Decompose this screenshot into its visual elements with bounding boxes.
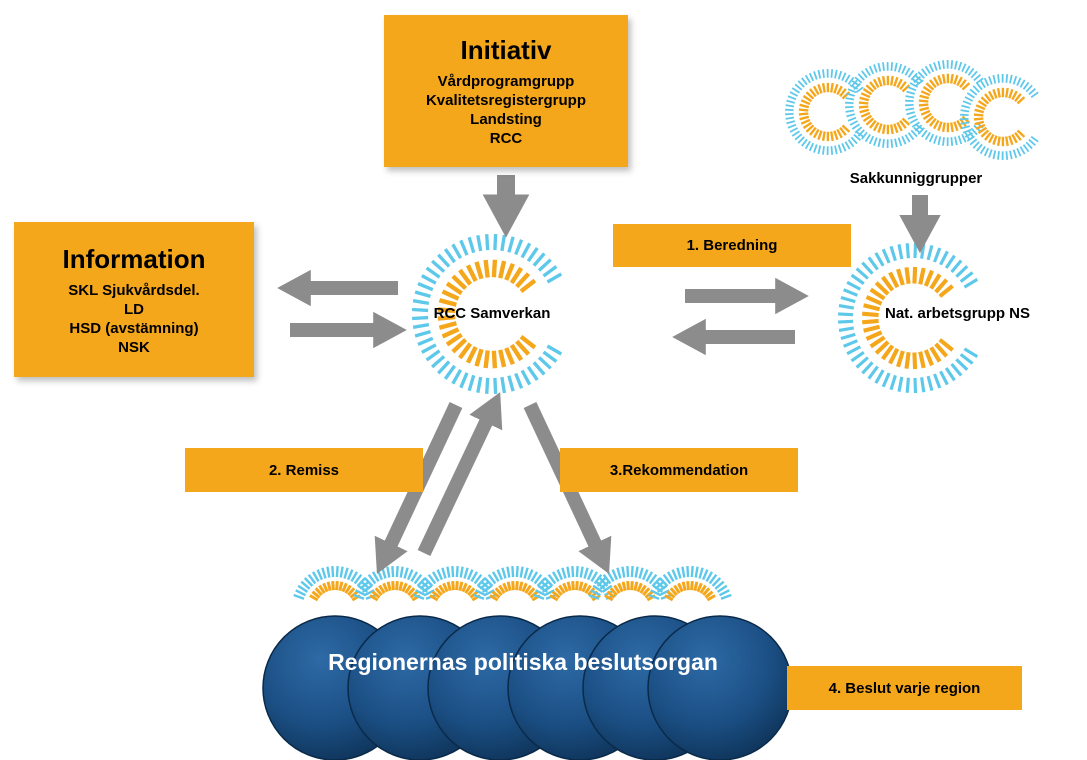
center-label: RCC Samverkan	[433, 305, 551, 322]
initiative-line: RCC	[489, 130, 523, 147]
expert-group-symbol	[960, 73, 1039, 161]
initiative-box: Initiativ Vårdprogramgrupp Kvalitetsregi…	[384, 15, 628, 167]
step-beslut-label: 4. Beslut varje region	[787, 666, 1022, 710]
initiative-line: Landsting	[470, 111, 542, 128]
information-line: NSK	[118, 338, 150, 356]
national-group-symbol	[838, 242, 979, 394]
step-remiss-label: 2. Remiss	[185, 448, 423, 492]
step-rekommendation-label: 3.Rekommendation	[560, 448, 798, 492]
initiative-line: Vårdprogramgrupp	[437, 73, 575, 90]
arrow-remiss-down	[374, 402, 463, 574]
information-line: SKL Sjukvårdsdel.	[68, 281, 200, 299]
national-group-label: Nat. arbetsgrupp NS	[885, 305, 1031, 322]
information-line: HSD (avstämning)	[69, 319, 199, 337]
expert-group-symbol	[785, 68, 864, 156]
step-beredning-label: 1. Beredning	[613, 224, 851, 267]
information-box: Information SKL Sjukvårdsdel. LD HSD (av…	[14, 222, 254, 377]
expert-group-symbol	[905, 59, 984, 147]
initiative-line: Kvalitetsregistergrupp	[425, 92, 587, 109]
information-line: LD	[124, 300, 144, 318]
regions-banner: Regionernas politiska beslutsorgan	[328, 648, 718, 675]
region-symbols-row	[293, 566, 732, 602]
arrow-remiss-up	[417, 392, 503, 556]
expert-groups-label: Sakkunniggrupper	[849, 170, 983, 187]
initiative-title: Initiativ	[460, 35, 552, 65]
information-title: Information	[62, 243, 206, 274]
